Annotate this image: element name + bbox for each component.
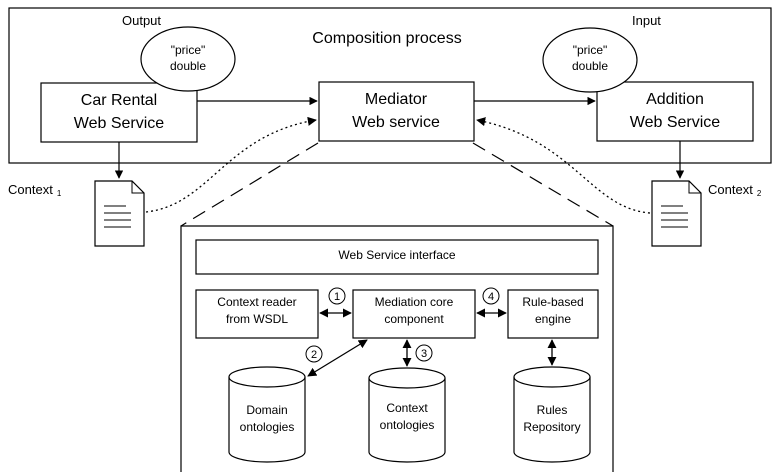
- car-rental-label-2: Web Service: [73, 115, 165, 132]
- car-rental-label-1: Car Rental: [80, 92, 158, 109]
- composition-process-frame: [8, 7, 772, 164]
- mediator-detail-frame: [180, 225, 614, 472]
- ws-interface-label: Web Service interface: [338, 248, 456, 262]
- context-ontologies-cylinder: [368, 367, 446, 463]
- composition-process-title: Composition process: [312, 30, 462, 47]
- step-marker-4-circle: [482, 287, 500, 305]
- context1-document-icon: [94, 180, 145, 247]
- step-marker-3-circle: [415, 344, 433, 362]
- input-param-name: "price": [572, 43, 608, 57]
- input-param-type: double: [571, 59, 609, 73]
- mediator-label-2: Web service: [352, 114, 440, 131]
- output-param-ellipse: [140, 26, 236, 92]
- input-param-ellipse: [542, 27, 638, 93]
- context-ontologies-label-1: Context: [386, 401, 428, 415]
- step-marker-1-circle: [328, 287, 346, 305]
- input-label: Input: [632, 13, 661, 28]
- output-label: Output: [122, 13, 162, 28]
- context2-text: Context: [708, 182, 753, 197]
- rules-repository-cylinder: [513, 366, 591, 463]
- output-param-name: "price": [170, 43, 206, 57]
- mediation-core-box: [352, 289, 476, 339]
- context1-text: Context: [8, 182, 53, 197]
- domain-ontologies-label-2: ontologies: [239, 420, 295, 434]
- mediation-core-label-2: component: [384, 312, 444, 326]
- zoom-dashed-right: [472, 142, 614, 227]
- context2-document-icon: [651, 180, 702, 247]
- step-marker-1: 1: [334, 291, 340, 303]
- rules-repository-label-2: Repository: [523, 420, 581, 434]
- domain-ontologies-label-1: Domain: [246, 403, 288, 417]
- addition-label-2: Web Service: [629, 114, 721, 131]
- rules-repository-label-1: Rules: [536, 403, 568, 417]
- context2-index: 2: [756, 189, 762, 198]
- context-reader-label-2: from WSDL: [225, 312, 289, 326]
- rule-engine-box: [507, 289, 599, 339]
- mediator-service-box: [318, 81, 475, 142]
- context2-to-mediator-dotted: [476, 117, 651, 214]
- context1-index: 1: [56, 189, 62, 198]
- addition-service-box: [596, 81, 754, 142]
- step-marker-3: 3: [421, 348, 427, 360]
- context-ontologies-label-2: ontologies: [379, 418, 435, 432]
- ws-interface-box: [195, 239, 599, 275]
- mediator-label-1: Mediator: [364, 91, 428, 108]
- step-marker-4: 4: [488, 291, 494, 303]
- domain-ontologies-cylinder: [228, 366, 306, 463]
- zoom-dashed-left: [180, 142, 319, 227]
- rule-engine-label-1: Rule-based: [522, 295, 584, 309]
- mediation-core-label-1: Mediation core: [374, 295, 454, 309]
- step-marker-2-circle: [305, 345, 323, 363]
- addition-label-1: Addition: [646, 91, 704, 108]
- context-reader-label-1: Context reader: [217, 295, 297, 309]
- step-marker-2: 2: [311, 349, 317, 361]
- rule-engine-label-2: engine: [534, 312, 572, 326]
- context-reader-box: [195, 289, 319, 339]
- output-param-type: double: [169, 59, 207, 73]
- core-domain-arrow: [307, 339, 368, 377]
